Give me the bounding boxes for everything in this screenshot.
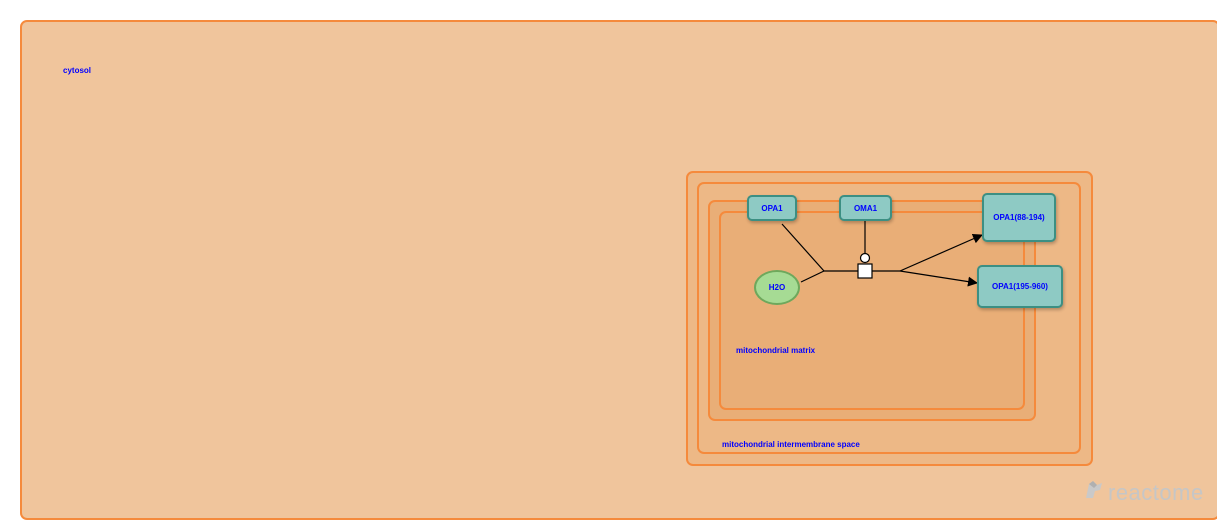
intermembrane-label: mitochondrial intermembrane space	[722, 440, 860, 449]
output-edge-opa1-195-960	[899, 270, 978, 287]
cytosol-label: cytosol	[63, 66, 92, 75]
catalyst-marker	[859, 252, 871, 264]
entity-opa1-195-960[interactable]: OPA1(195-960)	[977, 265, 1063, 308]
reactome-logo: reactome	[1083, 478, 1204, 508]
input-edge-opa1	[781, 223, 825, 272]
compartment-matrix-inner	[719, 211, 1025, 410]
entity-opa1-88-194[interactable]: OPA1(88-194)	[982, 193, 1056, 242]
reactome-logo-text: reactome	[1108, 480, 1204, 505]
matrix-label: mitochondrial matrix	[736, 346, 816, 355]
reactome-logo-icon	[1083, 478, 1105, 508]
entity-oma1[interactable]: OMA1	[839, 195, 892, 221]
reaction-node	[857, 263, 873, 279]
input-edge-h2o	[800, 270, 825, 283]
output-edge-opa1-88-194	[899, 234, 983, 272]
entity-opa1[interactable]: OPA1	[747, 195, 797, 221]
entity-h2o[interactable]: H2O	[754, 270, 800, 305]
